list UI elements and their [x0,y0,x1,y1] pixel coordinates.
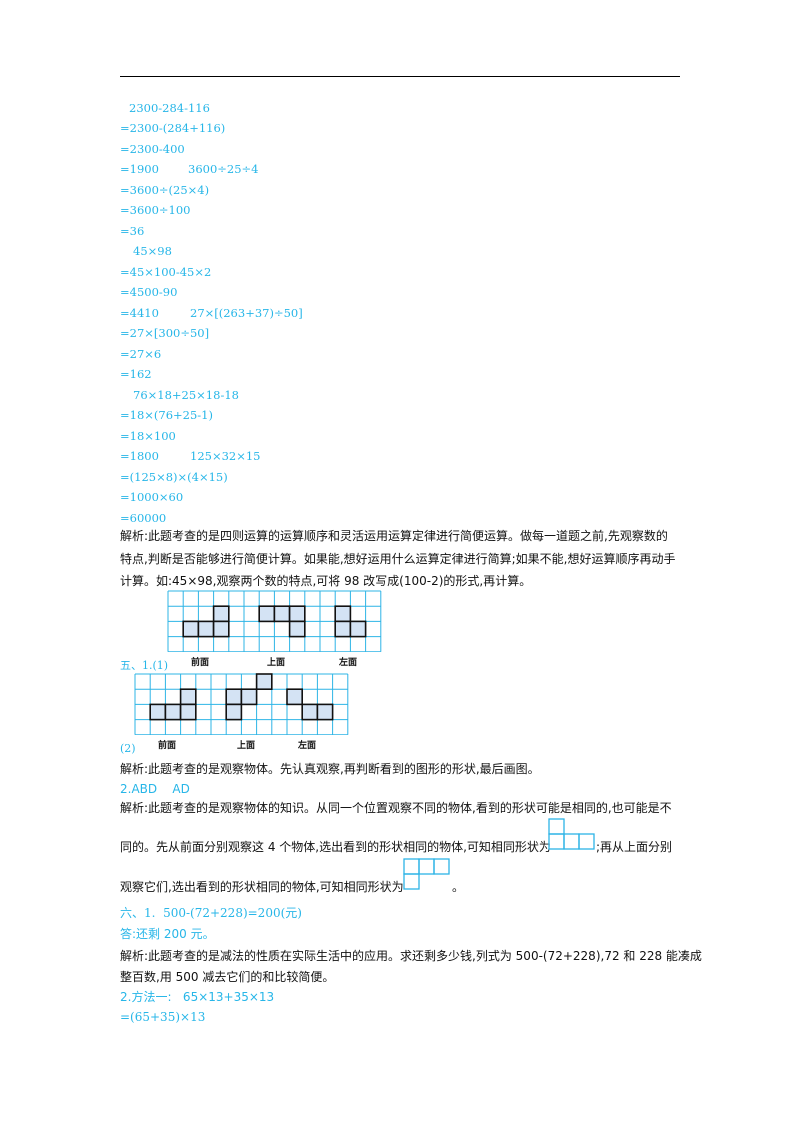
view-grid-2 [134,673,349,735]
header-rule [120,76,680,77]
shaded-cell [258,605,276,623]
calc-line: =27×6 [120,347,162,361]
analysis-text: 解析:此题考查的是减法的性质在实际生活中的应用。求还剩多少钱,列式为 500-(… [120,949,702,963]
analysis-text: 解析:此题考查的是观察物体。先认真观察,再判断看到的图形的形状,最后画图。 [120,762,540,776]
shaded-cell [288,605,306,623]
calc-line: 2300-284-116 [129,101,210,115]
calc-line: =3600÷100 [120,203,191,217]
calc-line: 3600÷25÷4 [188,162,259,176]
calc-line: =60000 [120,511,167,525]
calc-line: 125×32×15 [190,449,261,463]
calc-line: =162 [120,367,152,381]
question-label: 五、1.(1) [120,659,169,672]
shaded-cell [225,688,243,706]
shaded-cell [288,620,306,638]
analysis-text: 观察它们,选出看到的形状相同的物体,可知相同形状为 [120,880,404,894]
calc-line: =27×[300÷50] [120,326,210,340]
analysis-text: 计算。如:45×98,观察两个数的特点,可将 98 改写成(100-2)的形式,… [120,574,532,588]
shaded-cell [286,688,303,706]
calc-line: =45×100-45×2 [120,265,212,279]
calc-line: =1900 [120,162,159,176]
calc-line: =18×100 [120,429,176,443]
analysis-text: 特点,判断是否能够进行简便计算。如果能,想好运用什么运算定律进行简算;如果不能,… [120,552,676,566]
calc-line: 27×[(263+37)÷50] [190,306,303,320]
label-left: 左面 [339,658,358,668]
calc-line: =1000×60 [120,490,184,504]
label-top: 上面 [237,741,256,751]
shaded-cell [225,703,243,721]
answer-text: 六、1. 500-(72+228)=200(元) [120,906,302,920]
calc-line: =(125×8)×(4×15) [120,470,228,484]
calc-line: 76×18+25×18-18 [133,388,239,402]
answer-text: =(65+35)×13 [120,1010,206,1024]
shaded-cell [273,605,291,623]
shaded-cell [179,703,197,721]
calc-line: 45×98 [133,244,172,258]
calc-line: =4500-90 [120,285,178,299]
analysis-text: 解析:此题考查的是观察物体的知识。从同一个位置观察不同的物体,看到的形状可能是相… [120,801,672,815]
analysis-text: 。 [452,880,465,894]
shaded-cell [301,703,319,721]
answer-text: 2.ABD AD [120,782,190,796]
label-front: 前面 [191,658,210,668]
shaded-cell [179,688,197,706]
calc-line: =3600÷(25×4) [120,183,210,197]
analysis-text: ;再从上面分别 [596,840,673,854]
calc-line: =36 [120,224,145,238]
shaded-cell [240,688,258,706]
analysis-text: 同的。先从前面分别观察这 4 个物体,选出看到的形状相同的物体,可知相同形状为 [120,840,551,854]
same-shape-front-figure [548,818,595,850]
shaded-cell [197,620,215,638]
analysis-text: 解析:此题考查的是四则运算的运算顺序和灵活运用运算定律进行简便运算。做每一道题之… [120,529,668,543]
calc-line: =18×(76+25-1) [120,408,213,422]
same-shape-top-figure [403,858,450,890]
view-grid-1 [167,590,382,652]
question-label: (2) [120,742,136,755]
shaded-cell [349,620,367,638]
shaded-cell [212,605,230,623]
label-left: 左面 [298,741,317,751]
shaded-cell [334,605,352,623]
shaded-cell [255,673,273,690]
label-front: 前面 [158,741,177,751]
label-top: 上面 [267,658,286,668]
shaded-cell [149,703,167,721]
shaded-cell [334,620,352,638]
calc-line: =1800 [120,449,159,463]
answer-text: 2.方法一: 65×13+35×13 [120,990,275,1004]
answer-text: 答:还剩 200 元。 [120,927,215,941]
calc-line: =2300-(284+116) [120,121,226,135]
shaded-cell [164,703,182,721]
shaded-cell [212,620,230,638]
shaded-cell [182,620,200,638]
shaded-cell [316,703,334,721]
calc-line: =2300-400 [120,142,185,156]
calc-line: =4410 [120,306,159,320]
analysis-text: 整百数,用 500 减去它们的和比较简便。 [120,970,335,984]
